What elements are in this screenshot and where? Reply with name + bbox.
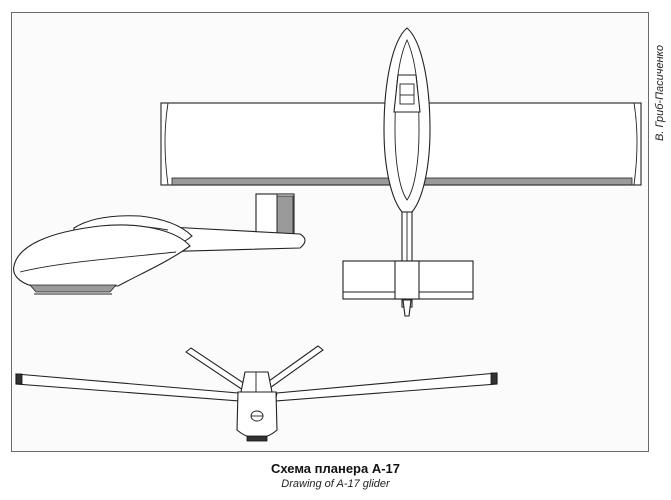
- front-right-wing: [274, 372, 498, 402]
- front-skid: [246, 435, 268, 442]
- author-credit-text: В. Гриб-Пасиченко: [654, 45, 666, 141]
- front-fin: [240, 371, 273, 393]
- horizontal-stabilizer: [342, 260, 474, 300]
- caption-english: Drawing of A-17 glider: [281, 478, 390, 490]
- front-view: [15, 345, 498, 442]
- front-left-stabilizer: [185, 347, 249, 391]
- side-view: [13, 193, 306, 295]
- front-fuselage: [236, 391, 278, 439]
- top-view: [160, 27, 642, 317]
- front-left-wing: [15, 373, 241, 402]
- landing-skid: [29, 284, 117, 293]
- caption-russian: Схема планера А-17: [270, 461, 401, 476]
- fuselage-pod: [383, 27, 431, 213]
- side-fuselage: [13, 224, 191, 287]
- front-right-stabilizer: [261, 345, 324, 391]
- author-credit: В. Гриб-Пасиченко: [650, 18, 670, 168]
